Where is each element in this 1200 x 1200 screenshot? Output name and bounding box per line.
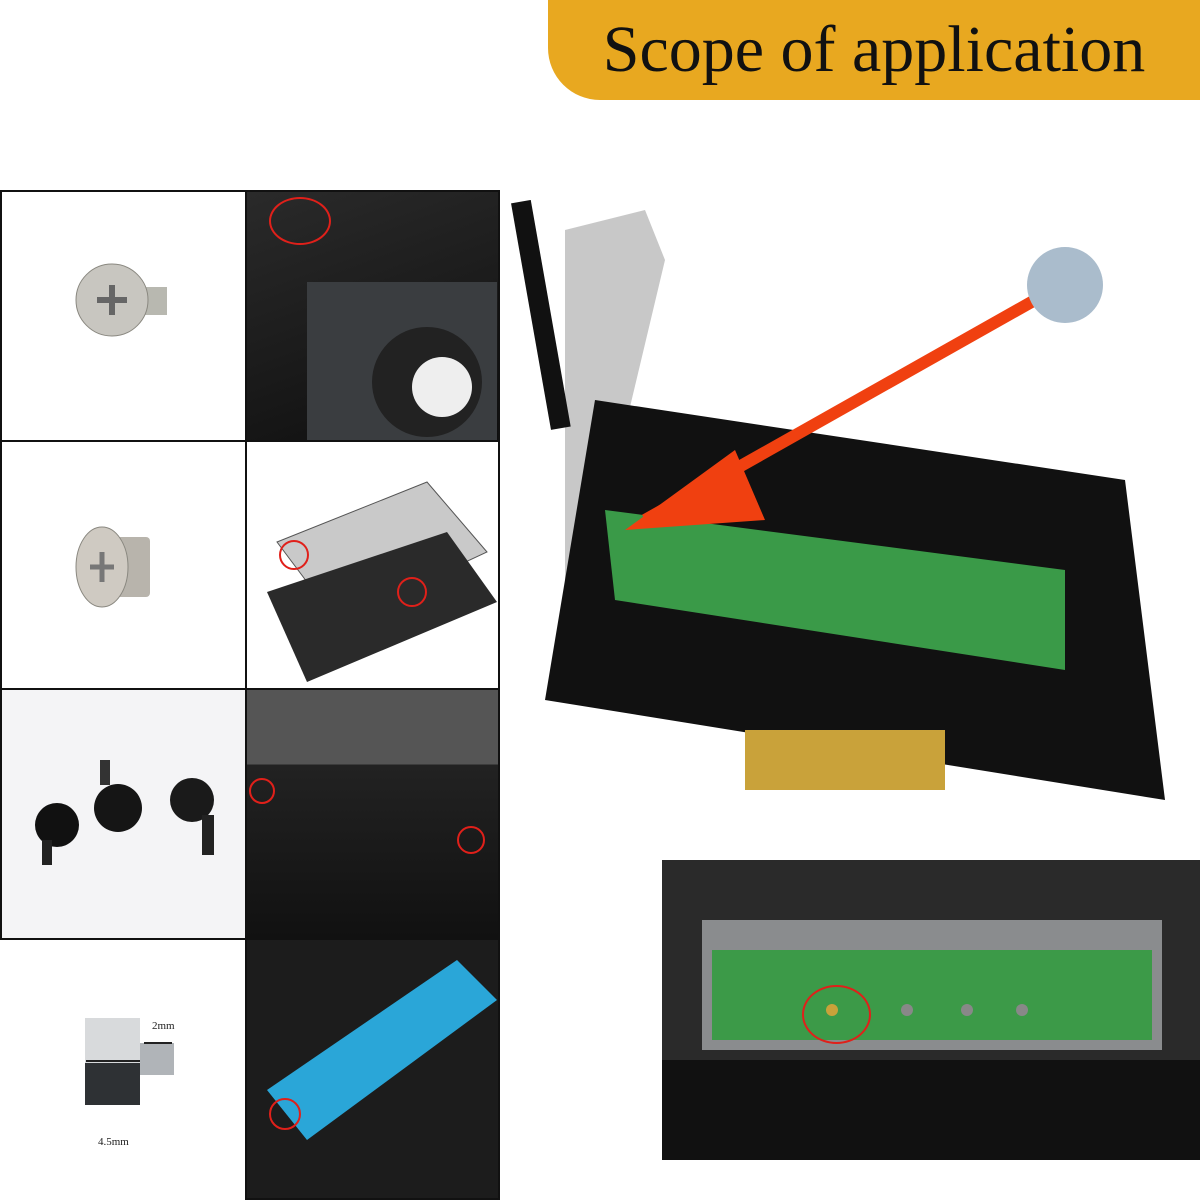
standoff-length-label: 4.5mm [98, 1136, 129, 1148]
pcie-card-icon [511, 200, 1165, 800]
highlight-circle [269, 197, 331, 245]
highlight-circle [802, 985, 871, 1044]
pc-case-photo [245, 688, 500, 940]
page-title: Scope of application [602, 13, 1146, 86]
motherboard-fan-photo [245, 190, 500, 442]
silver-washer-screw-photo [0, 190, 247, 442]
highlight-circle [457, 826, 485, 854]
thumb-screws-icon [35, 760, 214, 865]
length-dimension-arrow [86, 1060, 140, 1062]
standoff-dimension-photo: 2mm 4.5mm [0, 938, 245, 1200]
cpu-fan-icon [307, 282, 497, 440]
highlight-circle [279, 540, 309, 570]
console-m2-slot-photo [662, 860, 1200, 1160]
m2-motherboard-photo [245, 938, 500, 1200]
standoff-icon [85, 1018, 174, 1105]
m2-slot-icon [662, 920, 1200, 1160]
thread-length-label: 2mm [152, 1020, 175, 1032]
silver-flat-screw-photo [0, 440, 247, 690]
black-thumb-screws-photo [0, 688, 247, 940]
pcie-adapter-photo [505, 200, 1200, 800]
washer-screw-icon [75, 263, 167, 337]
highlight-circle [397, 577, 427, 607]
hdd-icon [267, 481, 497, 682]
m2-heatsink-icon [267, 960, 497, 1140]
highlight-circle [269, 1098, 301, 1130]
thread-dimension-arrow [144, 1042, 172, 1044]
hdd-bracket-photo [245, 440, 500, 690]
highlight-circle [249, 778, 275, 804]
flat-screw-icon [75, 526, 150, 608]
header-banner: Scope of application [548, 0, 1200, 100]
